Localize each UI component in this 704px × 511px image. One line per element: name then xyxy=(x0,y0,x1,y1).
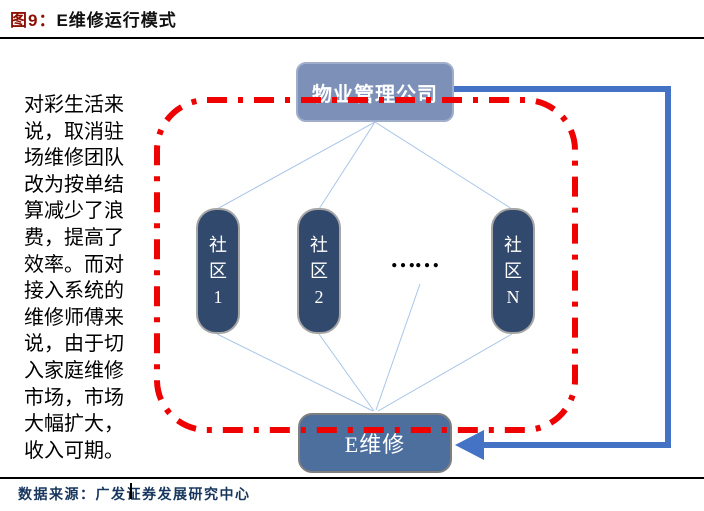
bottom-divider-line xyxy=(0,477,704,479)
connector-line xyxy=(216,333,374,412)
figure-title-text: E维修运行模式 xyxy=(56,11,177,30)
community-2-label: 社 区 2 xyxy=(310,235,328,307)
figure-title: 图9：E维修运行模式 xyxy=(10,6,177,31)
community-n-box: 社 区 N xyxy=(491,208,535,334)
connector-line xyxy=(377,333,513,412)
figure-number-label: 图9： xyxy=(10,11,57,30)
data-source-text: 数据来源：广发证券发展研究中心 xyxy=(18,488,251,503)
connector-line xyxy=(216,121,376,210)
connector-line xyxy=(318,121,376,210)
flow-arrow-line xyxy=(454,86,671,448)
flow-arrow-head xyxy=(455,430,484,460)
community-1-label: 社 区 1 xyxy=(209,235,227,307)
top-divider-line xyxy=(0,37,704,39)
connector-line xyxy=(375,283,421,411)
e-maintenance-box: E维修 xyxy=(298,413,452,473)
community-2-box: 社 区 2 xyxy=(297,208,341,334)
text-cursor-artifact xyxy=(130,483,132,499)
property-management-company-label: 物业管理公司 xyxy=(312,83,438,106)
community-n-label: 社 区 N xyxy=(504,235,522,307)
connector-line xyxy=(318,333,375,412)
e-maintenance-label: E维修 xyxy=(344,432,406,457)
community-1-box: 社 区 1 xyxy=(196,208,240,334)
connector-line xyxy=(374,121,513,210)
ellipsis-dots: …… xyxy=(390,244,440,273)
property-management-company-box: 物业管理公司 xyxy=(296,62,454,122)
left-annotation-text: 对彩生活来 说，取消驻 场维修团队 改为按单结 算减少了浪 费，提高了 效率。而… xyxy=(24,94,124,462)
